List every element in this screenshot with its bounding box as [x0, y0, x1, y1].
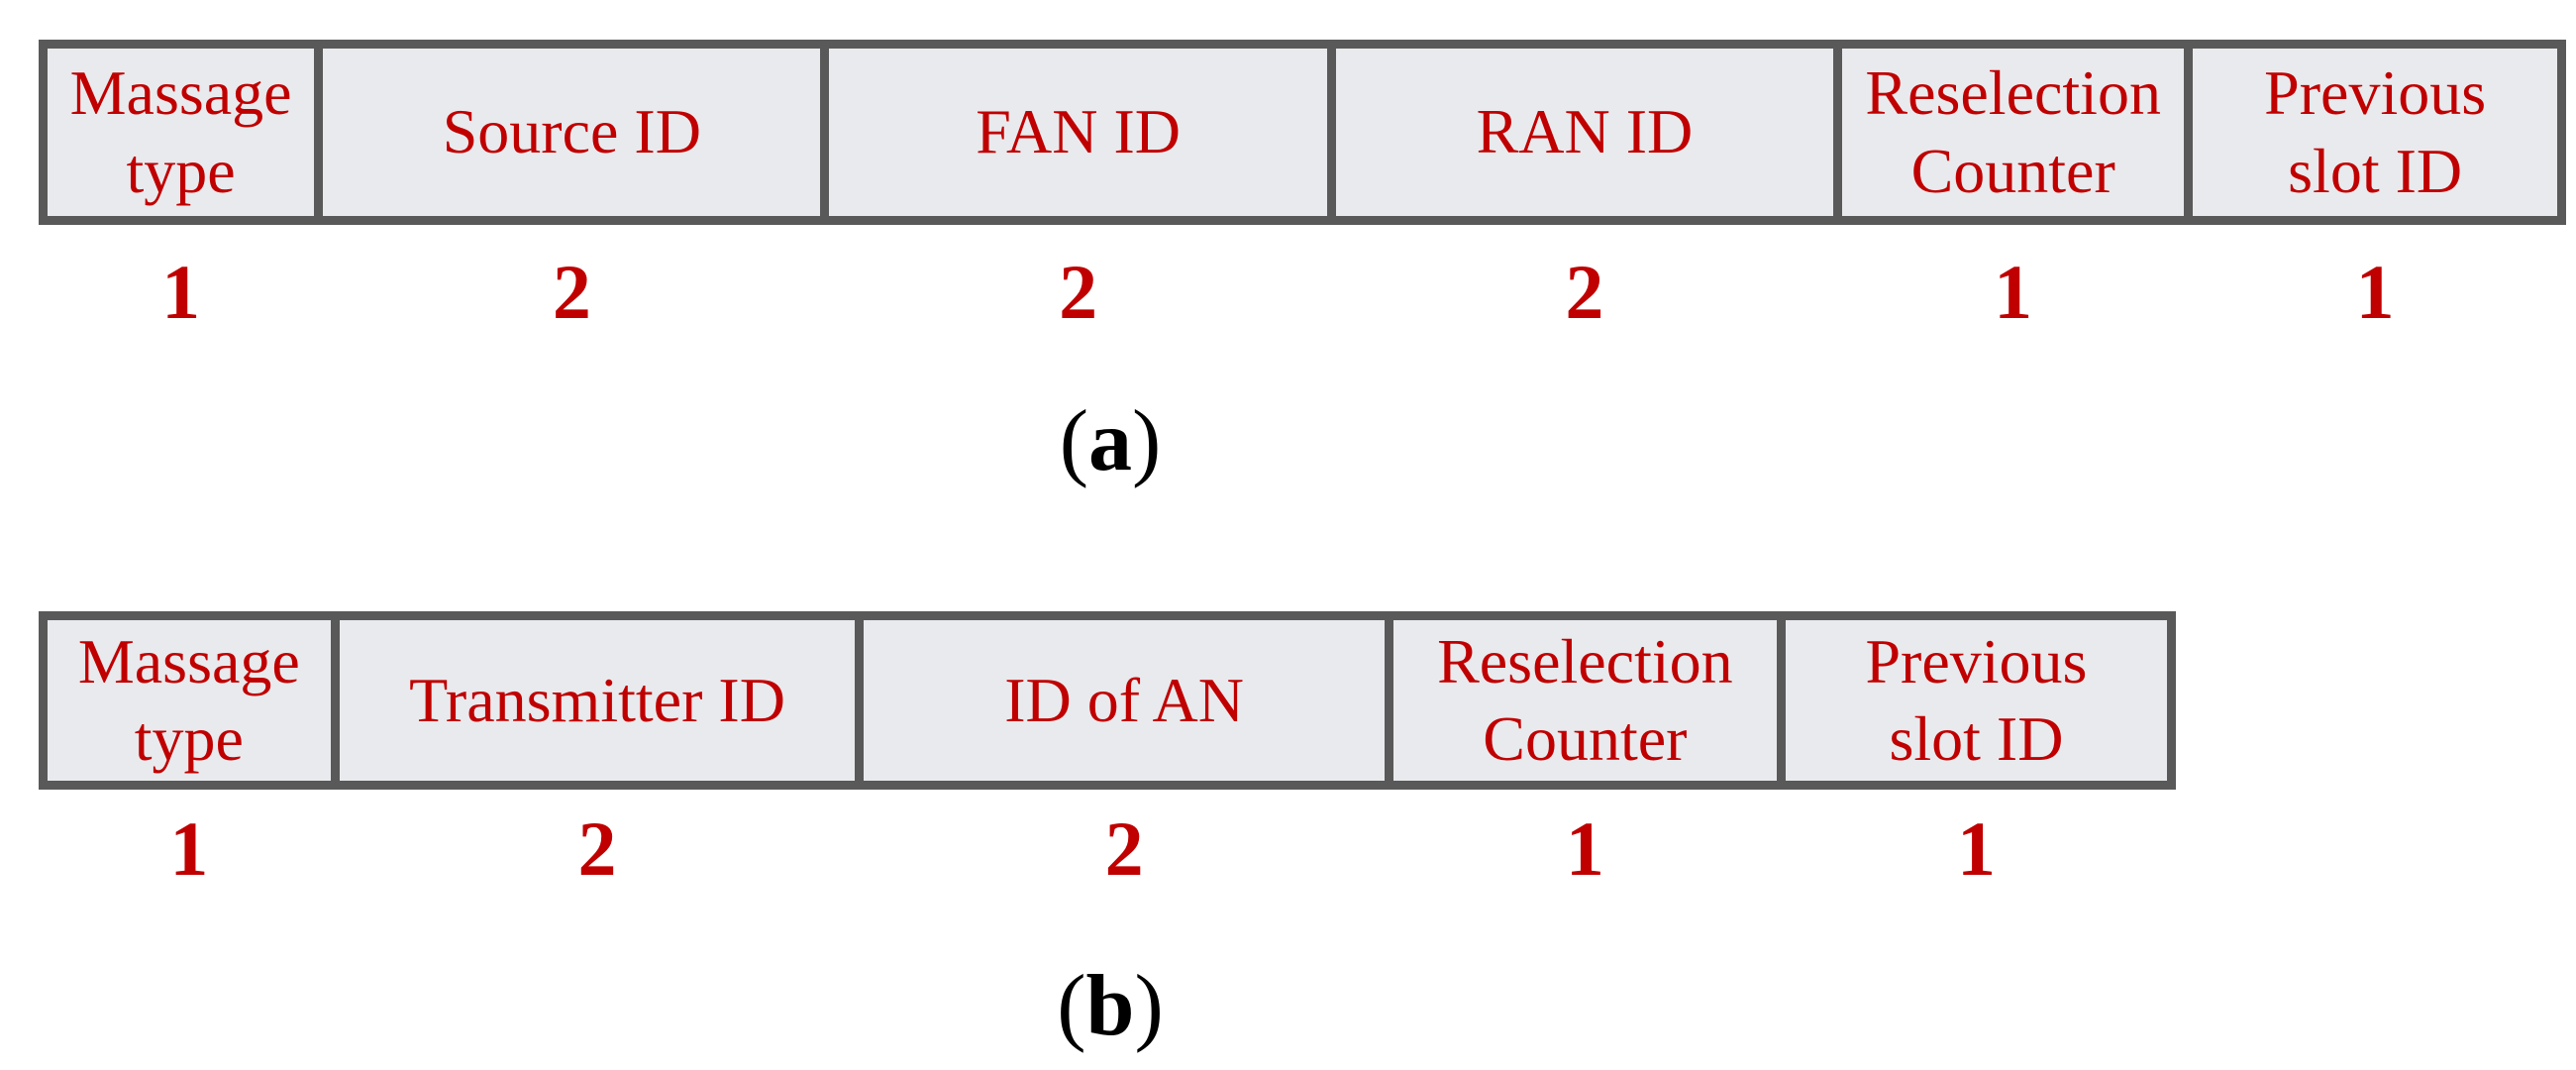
caption-paren-close: ) — [1132, 393, 1162, 489]
byte-count: 1 — [1956, 805, 1996, 892]
field-label: Reselection Counter — [1437, 625, 1733, 774]
field-cell-source-id: Source ID — [323, 49, 821, 216]
field-cell-reselection-counter: Reselection Counter — [1392, 620, 1777, 781]
packet-format-a: Massage type Source ID FAN ID RAN ID Res… — [39, 40, 2566, 335]
field-cell-id-of-an: ID of AN — [864, 620, 1385, 781]
field-label: RAN ID — [1476, 96, 1694, 167]
field-label: Previous slot ID — [2264, 57, 2487, 206]
caption-letter: a — [1088, 393, 1132, 489]
field-cell-transmitter-id: Transmitter ID — [339, 620, 856, 781]
caption-letter: b — [1085, 958, 1135, 1054]
packet-a-byte-count-row: 1 2 2 2 1 1 — [39, 249, 2566, 335]
packet-b-byte-count-row: 1 2 2 1 1 — [39, 805, 2176, 892]
field-label: Massage type — [77, 625, 300, 774]
field-label: Transmitter ID — [409, 664, 785, 735]
field-cell-massage-type: Massage type — [48, 49, 315, 216]
caption-b: (b) — [1057, 963, 1164, 1050]
byte-count: 1 — [161, 249, 201, 335]
packet-b-field-row: Massage type Transmitter ID ID of AN Res… — [39, 611, 2176, 790]
field-label: Previous slot ID — [1865, 625, 2088, 774]
field-label: Source ID — [442, 96, 701, 167]
field-label: Reselection Counter — [1865, 57, 2161, 206]
field-label: ID of AN — [1004, 664, 1244, 735]
byte-count: 2 — [1059, 249, 1098, 335]
field-cell-previous-slot-id: Previous slot ID — [2193, 49, 2557, 216]
field-cell-ran-id: RAN ID — [1335, 49, 1834, 216]
caption-a: (a) — [1060, 398, 1162, 485]
byte-count: 2 — [577, 805, 617, 892]
byte-count: 2 — [1104, 805, 1144, 892]
byte-count: 1 — [2355, 249, 2395, 335]
field-cell-fan-id: FAN ID — [829, 49, 1327, 216]
field-label: FAN ID — [976, 96, 1182, 167]
caption-paren-close: ) — [1134, 958, 1164, 1054]
byte-count: 2 — [552, 249, 591, 335]
field-cell-massage-type: Massage type — [48, 620, 331, 781]
caption-paren-open: ( — [1057, 958, 1086, 1054]
caption-paren-open: ( — [1059, 393, 1088, 489]
byte-count: 1 — [1994, 249, 2033, 335]
packet-format-b: Massage type Transmitter ID ID of AN Res… — [39, 611, 2176, 892]
field-label: Massage type — [69, 57, 292, 206]
field-cell-previous-slot-id: Previous slot ID — [1785, 620, 2167, 781]
byte-count: 2 — [1565, 249, 1604, 335]
packet-a-field-row: Massage type Source ID FAN ID RAN ID Res… — [39, 40, 2566, 225]
byte-count: 1 — [1565, 805, 1604, 892]
field-cell-reselection-counter: Reselection Counter — [1842, 49, 2185, 216]
byte-count: 1 — [169, 805, 209, 892]
